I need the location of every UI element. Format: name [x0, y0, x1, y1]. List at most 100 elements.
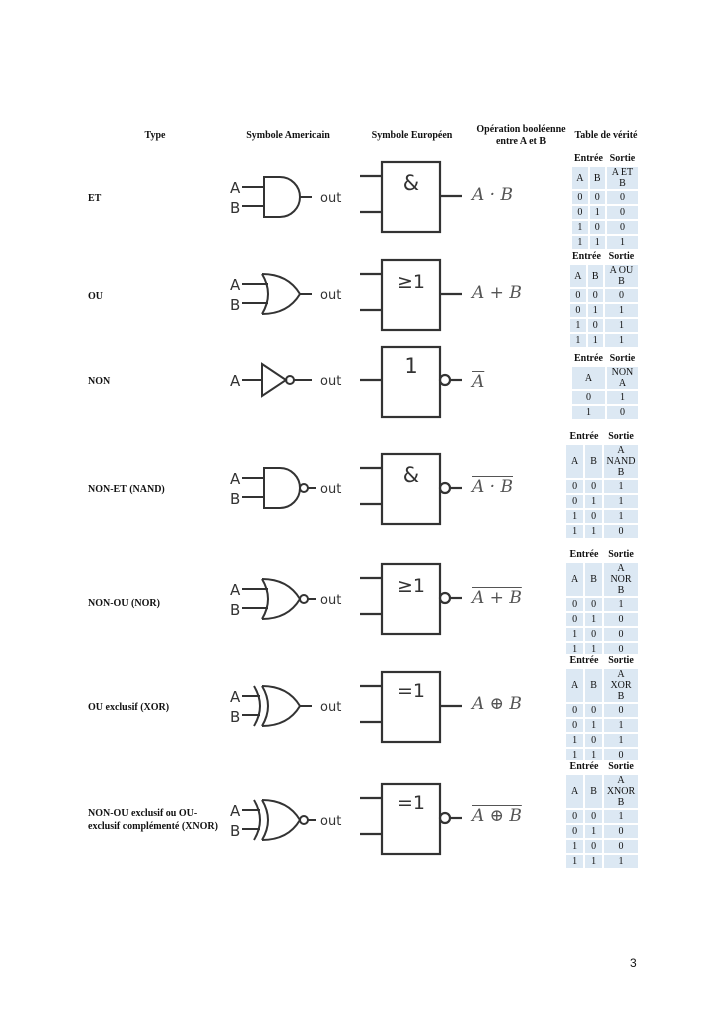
page-number: 3: [630, 956, 637, 970]
operation-nor: A + B: [472, 588, 522, 608]
american-nand-symbol: A B out: [230, 467, 341, 509]
table-cell: 1: [566, 854, 586, 870]
table-cell: 1: [603, 333, 641, 349]
table-cell: 1: [603, 733, 640, 749]
table-cell: 0: [603, 703, 640, 719]
table-cell: 1: [603, 509, 640, 525]
symbol-text: out: [320, 593, 341, 608]
symbol-text: A: [230, 276, 241, 294]
table-cell: 0: [566, 597, 586, 613]
table-cell: 1: [584, 612, 604, 628]
symbol-text: A: [230, 688, 241, 706]
symbol-text: out: [320, 374, 341, 389]
symbol-text: B: [230, 708, 240, 726]
symbol-text: B: [230, 296, 240, 314]
table-cell: 0: [586, 318, 605, 334]
table-cell: 1: [566, 733, 586, 749]
table-cell: 0: [570, 303, 588, 319]
output-label: out: [320, 191, 341, 206]
table-cell: 0: [605, 190, 641, 206]
table-cell: A: [566, 562, 586, 598]
table-cell: 1: [603, 479, 640, 495]
gate-name-et: ET: [88, 193, 102, 204]
table-cell: B: [586, 264, 605, 289]
operation-non: A: [472, 372, 485, 392]
table-cell: 1: [586, 333, 605, 349]
header-operation-line1: Opération booléenne: [476, 124, 566, 135]
table-header-output: Sortie: [605, 152, 641, 167]
table-cell: 0: [566, 612, 586, 628]
gate-name-ou: OU: [88, 291, 103, 302]
american-nor-symbol: A B out: [230, 578, 341, 620]
symbol-text: out: [320, 288, 341, 303]
table-cell: 0: [603, 612, 640, 628]
table-cell: 1: [584, 718, 604, 734]
table-cell: 0: [572, 190, 590, 206]
american-or-symbol: A B out: [230, 273, 341, 315]
table-cell: 0: [584, 597, 604, 613]
table-cell: A: [566, 668, 586, 704]
header-operation: Opération booléenne entre A et B: [466, 124, 576, 148]
operation-ou: A + B: [472, 283, 522, 303]
table-cell: 1: [584, 524, 604, 540]
european-nor-symbol: ≥1: [360, 562, 462, 636]
header-american-symbol: Symbole Americain: [246, 130, 330, 141]
table-cell: 0: [572, 390, 607, 406]
table-cell: 1: [605, 390, 641, 406]
american-xnor-symbol: A B out: [230, 799, 341, 841]
european-symbol-label: ≥1: [397, 575, 425, 597]
table-cell: 0: [603, 627, 640, 643]
symbol-text: A: [230, 372, 241, 390]
table-cell: 1: [603, 597, 640, 613]
operation-xnor: A ⊕ B: [472, 806, 522, 826]
table-cell: A XNOR B: [603, 774, 640, 810]
table-cell: A: [572, 166, 590, 191]
table-cell: 0: [603, 839, 640, 855]
table-cell: 1: [566, 627, 586, 643]
table-cell: 1: [603, 318, 641, 334]
table-cell: 0: [584, 479, 604, 495]
european-symbol-label: 1: [404, 354, 417, 378]
gate-name-nor: NON-OU (NOR): [88, 598, 160, 609]
table-cell: 1: [584, 824, 604, 840]
table-cell: A ET B: [605, 166, 641, 191]
table-cell: 1: [566, 839, 586, 855]
table-cell: Entrée: [570, 250, 605, 265]
table-cell: 0: [584, 627, 604, 643]
table-cell: 1: [603, 494, 640, 510]
symbol-text: out: [320, 814, 341, 829]
european-xor-symbol: =1: [360, 670, 462, 744]
table-cell: B: [584, 444, 604, 480]
table-cell: B: [588, 166, 607, 191]
table-cell: A OU B: [603, 264, 641, 289]
table-cell: 0: [566, 809, 586, 825]
operation-xor: A ⊕ B: [472, 694, 522, 714]
table-cell: Entrée: [572, 352, 607, 367]
input-b-label: B: [230, 199, 240, 217]
european-or-symbol: ≥1: [360, 258, 462, 332]
table-cell: Entrée: [566, 654, 604, 669]
symbol-text: A: [230, 581, 241, 599]
symbol-text: B: [230, 601, 240, 619]
table-cell: 0: [566, 703, 586, 719]
table-cell: Entrée: [566, 548, 604, 563]
table-cell: 1: [566, 524, 586, 540]
table-cell: Sortie: [603, 250, 641, 265]
table-cell: Sortie: [603, 760, 640, 775]
symbol-text: out: [320, 700, 341, 715]
symbol-text: B: [230, 822, 240, 840]
table-cell: 1: [572, 405, 607, 421]
gate-name-non: NON: [88, 376, 111, 387]
gate-name-nand: NON-ET (NAND): [88, 484, 165, 495]
table-cell: 0: [566, 824, 586, 840]
table-cell: B: [584, 562, 604, 598]
table-cell: A NOR B: [603, 562, 640, 598]
symbol-text: A: [230, 802, 241, 820]
table-cell: 1: [570, 333, 588, 349]
table-cell: A NAND B: [603, 444, 640, 480]
european-symbol-label: =1: [397, 792, 425, 814]
table-cell: 0: [566, 494, 586, 510]
